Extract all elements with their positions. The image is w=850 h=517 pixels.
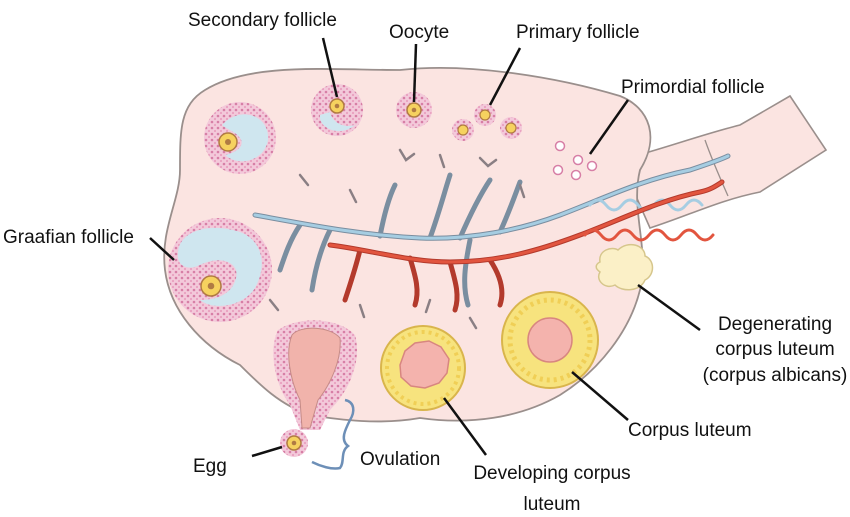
label-egg: Egg [193,456,227,477]
primary-follicles [452,104,522,141]
label-primary-follicle: Primary follicle [516,22,640,43]
corpus-albicans [595,243,654,291]
label-corpus-luteum: Corpus luteum [628,420,752,441]
ovulation-brace [311,398,355,470]
graafian-follicle [168,218,272,322]
label-degenerating-line1: Degenerating [717,314,833,335]
label-degenerating-line2: corpus luteum [715,339,835,361]
label-degenerating-line3: (corpus albicans) [702,364,848,386]
corpus-luteum [501,291,599,389]
developing-corpus-luteum [380,325,466,411]
label-secondary-follicle: Secondary follicle [188,10,337,31]
label-ovulation: Ovulation [360,449,441,470]
label-developing-line1: Developing corpus [473,463,631,484]
primordial-follicles [552,140,598,181]
label-developing-corpus-luteum: Developing corpus luteum [452,463,652,517]
leader-lines [149,37,701,458]
ovarian-ligament [618,94,828,229]
label-graafian-follicle: Graafian follicle [3,227,134,248]
artery-highlight [328,180,724,264]
label-oocyte: Oocyte [389,22,450,43]
vessel-branches [268,148,526,330]
secondary-follicle-large [204,102,276,174]
oocyte-follicle [396,92,432,128]
ruptured-follicle [273,320,358,430]
egg [280,429,308,457]
label-developing-line2: luteum [523,494,581,516]
secondary-follicle [311,84,363,136]
label-degenerating-corpus-luteum: Degenerating corpus luteum (corpus albic… [700,314,850,387]
label-primordial-follicle: Primordial follicle [621,77,765,98]
